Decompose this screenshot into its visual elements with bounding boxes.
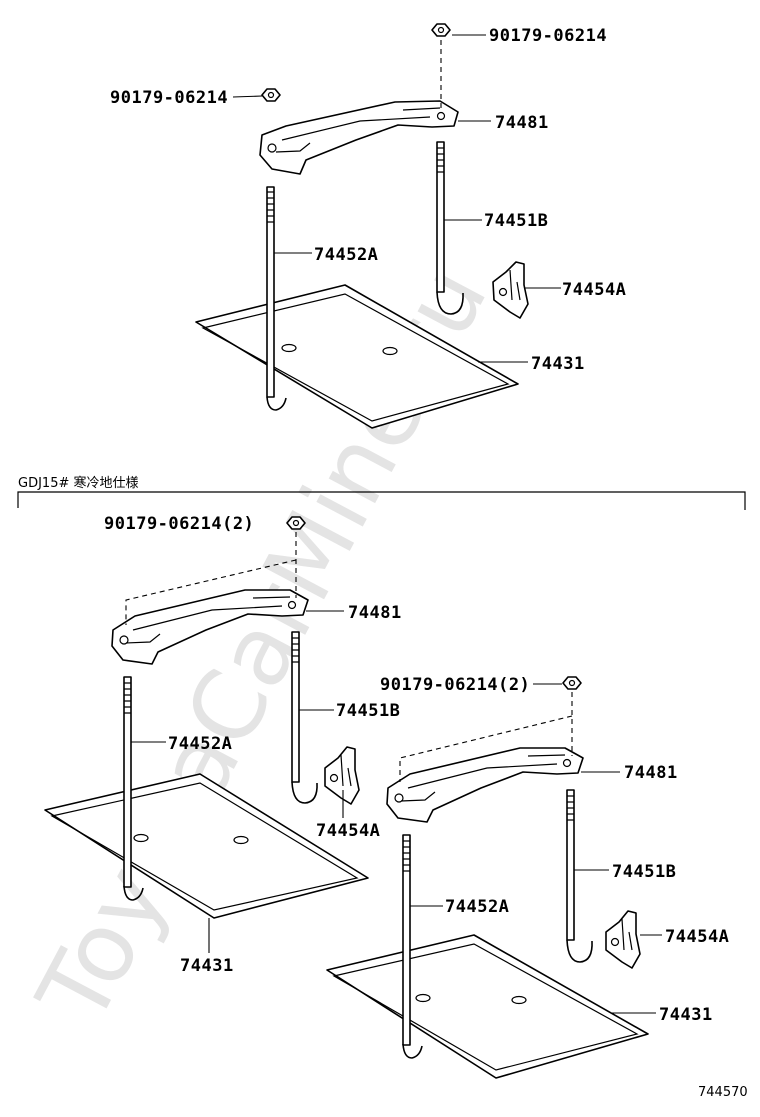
left-dash-line [125, 532, 297, 625]
right-dash-line [399, 692, 573, 782]
right-assembly: 90179-06214(2) 74481 74451B 74452A 74454… [326, 675, 729, 1079]
upper-rod-a-label: 74452A [314, 245, 378, 265]
upper-nut-left [261, 88, 281, 102]
left-nut-label: 90179-06214(2) [104, 514, 254, 534]
left-hook-label: 74454A [316, 821, 380, 841]
left-nut [286, 516, 306, 530]
upper-hook-bracket [492, 261, 529, 319]
right-rod-a-label: 74452A [445, 897, 509, 917]
upper-battery-tray [195, 284, 519, 429]
upper-assembly: 90179-06214 90179-06214 74481 74451B 744… [110, 23, 626, 429]
right-battery-tray [326, 934, 649, 1079]
upper-rod-a [266, 186, 287, 411]
right-hook-bracket [605, 910, 641, 969]
upper-hook-label: 74454A [562, 280, 626, 300]
right-rod-b [566, 789, 593, 963]
right-nut [562, 676, 582, 690]
left-clamp-label: 74481 [348, 603, 402, 623]
left-hook-bracket [324, 746, 360, 805]
right-tray-label: 74431 [659, 1005, 713, 1025]
right-rod-a [402, 834, 423, 1059]
left-rod-b-label: 74451B [336, 701, 400, 721]
upper-nut-left-label: 90179-06214 [110, 88, 228, 108]
left-rod-b [291, 631, 318, 804]
right-rod-b-label: 74451B [612, 862, 676, 882]
left-rod-a-label: 74452A [168, 734, 232, 754]
left-clamp [111, 589, 309, 665]
upper-clamp-label: 74481 [495, 113, 549, 133]
section-bracket [17, 491, 746, 510]
left-rod-a [123, 676, 144, 901]
right-clamp-label: 74481 [624, 763, 678, 783]
right-hook-label: 74454A [665, 927, 729, 947]
upper-clamp [259, 100, 459, 175]
right-clamp [386, 747, 584, 823]
upper-nut-top [431, 23, 451, 37]
upper-rod-b [436, 141, 464, 315]
left-assembly: 90179-06214(2) 74481 74451B 74452A 74454… [44, 514, 402, 976]
section-caption: GDJ15# 寒冷地仕様 [18, 475, 139, 491]
upper-nut-top-label: 90179-06214 [489, 26, 607, 46]
right-nut-label: 90179-06214(2) [380, 675, 530, 695]
upper-tray-label: 74431 [531, 354, 585, 374]
figure-code: 744570 [698, 1085, 748, 1100]
upper-rod-b-label: 74451B [484, 211, 548, 231]
left-tray-label: 74431 [180, 956, 234, 976]
